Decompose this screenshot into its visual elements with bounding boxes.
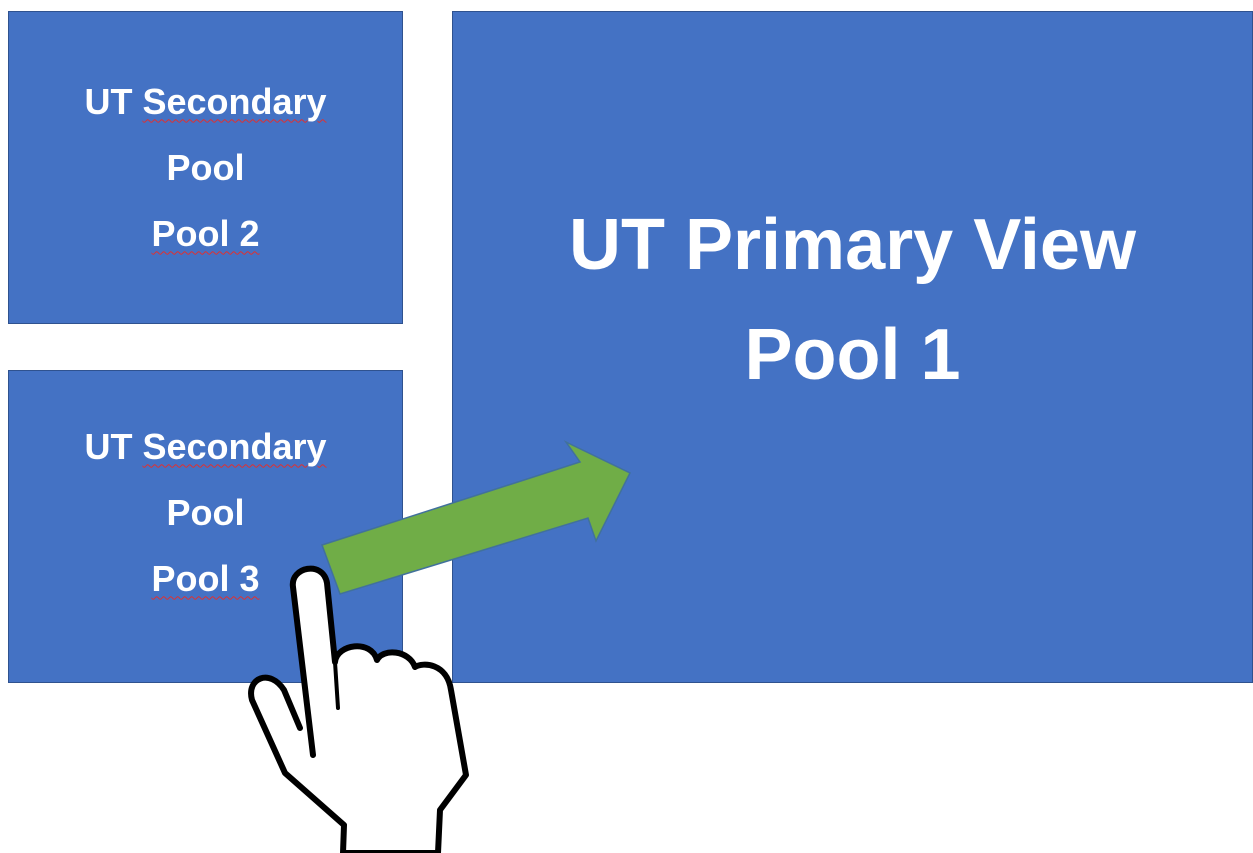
panel-title-line: UT Secondary bbox=[84, 69, 326, 135]
pool-label: Pool 3 bbox=[151, 557, 260, 599]
secondary-pool-panel-3[interactable]: UT Secondary Pool Pool 3 bbox=[8, 370, 403, 683]
panel-text: UT Primary View Pool 1 bbox=[569, 190, 1136, 410]
panel-text: UT Secondary Pool Pool 3 bbox=[84, 414, 326, 612]
title-word: Secondary bbox=[142, 80, 327, 122]
primary-view-panel[interactable]: UT Primary View Pool 1 bbox=[452, 11, 1253, 683]
panel-title-line: UT Secondary bbox=[84, 414, 326, 480]
pool-label: Pool 2 bbox=[151, 212, 260, 254]
title-prefix: UT bbox=[84, 425, 143, 467]
panel-text: UT Secondary Pool Pool 2 bbox=[84, 69, 326, 267]
primary-title: UT Primary View bbox=[569, 205, 1136, 285]
panel-subtitle: Pool bbox=[166, 491, 245, 533]
secondary-pool-panel-2[interactable]: UT Secondary Pool Pool 2 bbox=[8, 11, 403, 324]
title-prefix: UT bbox=[84, 80, 143, 122]
panel-subtitle: Pool bbox=[166, 146, 245, 188]
title-word: Secondary bbox=[142, 425, 327, 467]
primary-pool-label: Pool 1 bbox=[744, 315, 961, 395]
